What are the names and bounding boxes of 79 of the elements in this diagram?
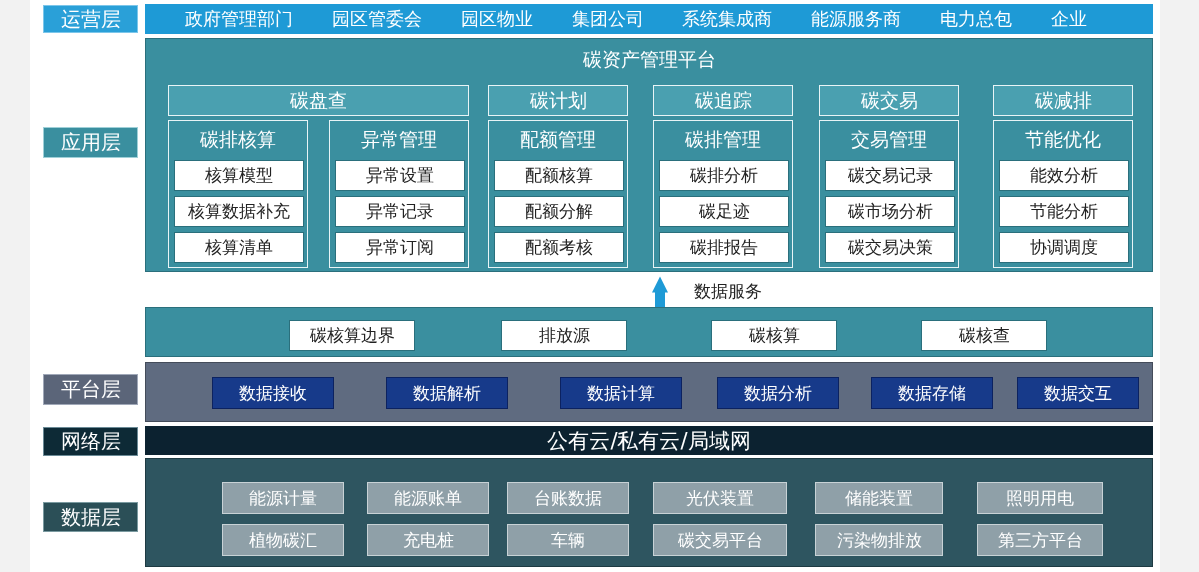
stakeholder-bar (145, 4, 1153, 34)
data-process-item: 数据计算 (560, 377, 682, 409)
function-item: 配额考核 (494, 232, 624, 263)
layer-label: 运营层 (43, 5, 138, 33)
function-item: 异常记录 (335, 196, 465, 227)
module-header: 碳追踪 (653, 85, 793, 116)
platform-band (145, 362, 1153, 422)
function-item: 节能分析 (999, 196, 1129, 227)
data-source-item: 污染物排放 (815, 524, 943, 556)
function-item: 核算清单 (174, 232, 304, 263)
data-source-item: 光伏装置 (653, 482, 787, 514)
platform-panel (145, 38, 1153, 272)
function-item: 配额分解 (494, 196, 624, 227)
function-item: 核算模型 (174, 160, 304, 191)
service-item: 碳核算边界 (289, 320, 415, 351)
module-header: 碳交易 (819, 85, 959, 116)
stakeholder-label: 政府管理部门 (185, 7, 293, 31)
data-source-item: 能源计量 (222, 482, 344, 514)
panel-title: 碳排管理 (684, 127, 762, 152)
layer-label: 平台层 (43, 374, 138, 405)
function-item: 协调调度 (999, 232, 1129, 263)
stakeholder-label: 企业 (1050, 7, 1087, 31)
function-item: 碳足迹 (659, 196, 789, 227)
service-band (145, 307, 1153, 357)
module-panel (653, 120, 793, 268)
stakeholder-label: 园区管委会 (331, 7, 422, 31)
layer-label: 应用层 (43, 127, 138, 158)
panel-title: 碳资产管理平台 (581, 47, 717, 72)
panel-title: 配额管理 (519, 127, 597, 152)
data-source-item: 碳交易平台 (653, 524, 787, 556)
function-item: 碳市场分析 (825, 196, 955, 227)
data-source-item: 能源账单 (367, 482, 489, 514)
function-item: 异常设置 (335, 160, 465, 191)
function-item: 配额核算 (494, 160, 624, 191)
function-item: 碳排分析 (659, 160, 789, 191)
panel-title: 碳排核算 (199, 127, 277, 152)
data-source-item: 车辆 (507, 524, 629, 556)
module-header: 碳盘查 (168, 85, 469, 116)
data-band (145, 458, 1153, 567)
data-process-item: 数据交互 (1017, 377, 1139, 409)
service-item: 排放源 (501, 320, 627, 351)
module-panel (168, 120, 308, 268)
function-item: 核算数据补充 (174, 196, 304, 227)
module-header: 碳计划 (488, 85, 628, 116)
panel-title: 节能优化 (1024, 127, 1102, 152)
module-panel (819, 120, 959, 268)
stakeholder-label: 园区物业 (460, 7, 533, 31)
data-source-item: 植物碳汇 (222, 524, 344, 556)
module-header: 碳减排 (993, 85, 1133, 116)
data-process-item: 数据分析 (717, 377, 839, 409)
function-item: 异常订阅 (335, 232, 465, 263)
module-panel (488, 120, 628, 268)
panel-title: 异常管理 (360, 127, 438, 152)
network-band: 公有云/私有云/局域网 (145, 426, 1153, 455)
service-item: 碳核查 (921, 320, 1047, 351)
panel-title: 交易管理 (850, 127, 928, 152)
service-item: 碳核算 (711, 320, 837, 351)
edge-label: 数据服务 (694, 279, 762, 303)
function-item: 碳排报告 (659, 232, 789, 263)
function-item: 碳交易记录 (825, 160, 955, 191)
data-source-item: 储能装置 (815, 482, 943, 514)
function-item: 能效分析 (999, 160, 1129, 191)
module-panel (993, 120, 1133, 268)
data-process-item: 数据解析 (386, 377, 508, 409)
function-item: 碳交易决策 (825, 232, 955, 263)
stakeholder-label: 系统集成商 (682, 7, 773, 31)
stakeholder-label: 集团公司 (571, 7, 644, 31)
data-process-item: 数据存储 (871, 377, 993, 409)
stakeholder-label: 能源服务商 (811, 7, 902, 31)
data-source-item: 台账数据 (507, 482, 629, 514)
arrow (652, 276, 668, 307)
data-source-item: 充电桩 (367, 524, 489, 556)
data-process-item: 数据接收 (212, 377, 334, 409)
data-source-item: 第三方平台 (977, 524, 1103, 556)
stakeholder-label: 电力总包 (940, 7, 1013, 31)
data-source-item: 照明用电 (977, 482, 1103, 514)
module-panel (329, 120, 469, 268)
layer-label: 数据层 (43, 502, 138, 532)
layer-label: 网络层 (43, 427, 138, 456)
